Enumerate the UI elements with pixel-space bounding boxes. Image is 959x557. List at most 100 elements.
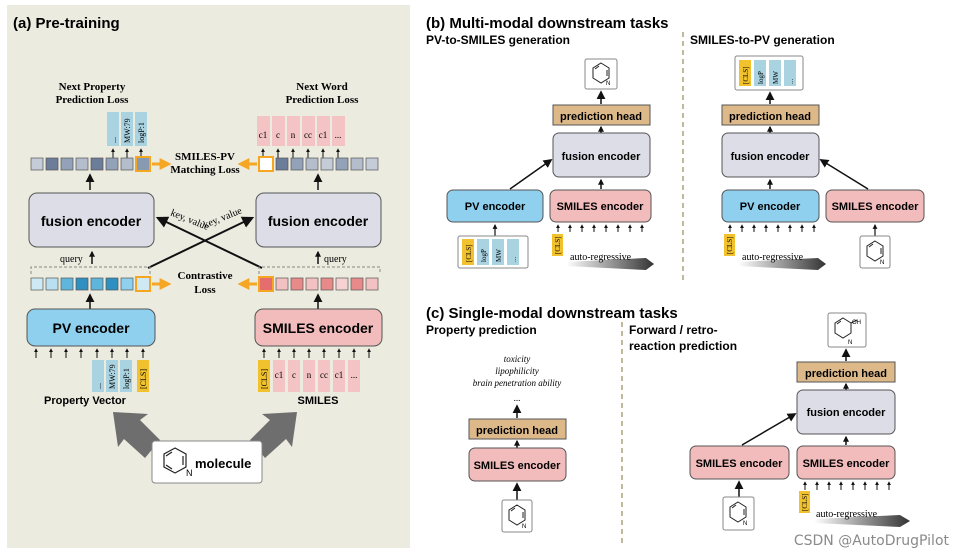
- token-label: n: [307, 370, 312, 380]
- token-label: [CLS]: [801, 494, 809, 512]
- pyridine-icon: [508, 504, 526, 526]
- reaction-subtitle-line2: reaction prediction: [629, 339, 737, 353]
- token-box: [318, 360, 330, 392]
- singlemodal-panel: (c) Single-modal downstream tasks Proper…: [426, 305, 910, 545]
- autoregressive-label: auto-regressive: [570, 252, 632, 263]
- fusion-encoder-left-label: fusion encoder: [41, 213, 142, 229]
- output-molecule-box: [584, 58, 618, 90]
- smiles-encoder-left: [689, 445, 790, 480]
- smiles2pv-subtitle: SMILES-to-PV generation: [690, 33, 835, 47]
- dashed-bracket-right: [258, 266, 381, 274]
- token-box: [135, 112, 147, 146]
- pyridine-icon: [729, 501, 747, 523]
- pv-input-arrows: [34, 348, 145, 358]
- smiles-input-arrows: [262, 348, 371, 358]
- smiles-encoder: [254, 308, 383, 347]
- prediction-head-label: prediction head: [805, 368, 887, 380]
- prediction-head-label: prediction head: [560, 111, 642, 123]
- token-label: ...: [335, 130, 342, 140]
- property-subtitle: Property prediction: [426, 323, 537, 337]
- multimodal-title: (b) Multi-modal downstream tasks: [426, 15, 669, 32]
- contrastive-loss-line1: Contrastive: [178, 270, 233, 282]
- fusion-encoder: [552, 132, 651, 178]
- cls-token-box: [462, 239, 474, 265]
- token-label: c1: [319, 130, 328, 140]
- token-box: [92, 360, 104, 392]
- token-box: [273, 360, 285, 392]
- token-label: [CLS]: [260, 369, 269, 389]
- token-box: [121, 112, 133, 146]
- autoregressive-label: auto-regressive: [816, 509, 878, 520]
- token-box: [754, 60, 766, 86]
- cross-arrow-left-to-right: [147, 216, 255, 269]
- nitrogen-label: N: [880, 260, 884, 266]
- token-box: [288, 360, 300, 392]
- nitrogen-label: N: [186, 468, 193, 478]
- token-box: [348, 360, 360, 392]
- pv-encoder: [446, 189, 544, 223]
- nitrogen-label: N: [606, 81, 610, 87]
- task-label: toxicity: [504, 354, 531, 364]
- molecule-label: molecule: [195, 456, 251, 471]
- token-label: ...: [787, 79, 795, 85]
- fusion-encoder-label: fusion encoder: [562, 151, 642, 163]
- big-arrow-to-pv: [113, 412, 160, 458]
- token-label: [CLS]: [742, 67, 750, 85]
- smiles-encoder: [825, 189, 925, 223]
- top-smiles-tokens: c1 c n cc c1 ...: [257, 116, 345, 146]
- autoregressive-arrow: [566, 258, 654, 270]
- cls-token-box: [799, 491, 810, 513]
- hydroxyl-label: OH: [852, 320, 861, 326]
- token-label: ...: [510, 257, 518, 263]
- arrow: [819, 159, 869, 190]
- pretraining-panel: (a) Pre-training Next Property Predictio…: [7, 5, 410, 548]
- fusion-encoder-right: [255, 192, 382, 248]
- token-box: [287, 116, 300, 146]
- smiles2pv-diagram: [CLS] logP MW ... prediction head fusion…: [721, 55, 925, 270]
- molecule-box: [151, 440, 263, 484]
- prediction-head: [468, 418, 567, 440]
- prediction-head-label: prediction head: [729, 111, 811, 123]
- token-label: [CLS]: [139, 369, 148, 389]
- contrastive-loss-line2: Loss: [194, 284, 216, 296]
- token-label: ...: [351, 370, 358, 380]
- fusion-encoder-label: fusion encoder: [731, 151, 811, 163]
- token-label: logP: [480, 249, 488, 262]
- smiles-encoder-output-row: [258, 276, 379, 292]
- prediction-head-label: prediction head: [476, 425, 558, 437]
- token-box: [107, 112, 119, 146]
- fusion-output-row-left: [30, 156, 151, 172]
- pv-encoder-label: PV encoder: [740, 201, 801, 213]
- dashed-bracket-left: [30, 266, 151, 274]
- pv-encoder: [26, 308, 156, 347]
- token-box: [120, 360, 132, 392]
- pv-encoder-output-row: [30, 276, 151, 292]
- token-label: ...: [94, 383, 103, 389]
- token-label: logP:1: [137, 122, 146, 143]
- fusion-encoder-label: fusion encoder: [807, 407, 887, 419]
- matching-loss-line2: Matching Loss: [170, 164, 240, 176]
- smiles-encoder-label: SMILES encoder: [557, 201, 645, 213]
- cls-token-box: [137, 360, 149, 392]
- pv-encoder: [721, 189, 820, 223]
- property-vector-label: Property Vector: [44, 395, 127, 407]
- autoregressive-label: auto-regressive: [742, 252, 804, 263]
- token-box: [332, 116, 345, 146]
- fusion-output-row-right: [258, 156, 379, 172]
- pv2smiles-diagram: N prediction head fusion encoder PV enco…: [446, 58, 654, 270]
- next-word-loss-line2: Prediction Loss: [286, 94, 360, 106]
- token-box: [302, 116, 315, 146]
- arrow: [509, 158, 553, 190]
- prediction-head: [721, 104, 820, 126]
- token-label: MW: [772, 71, 780, 84]
- smiles-encoder-right: [796, 445, 896, 480]
- query-label-left: query: [60, 254, 83, 265]
- hydroxypyridine-icon: [834, 317, 858, 339]
- token-label: [CLS]: [726, 237, 734, 255]
- token-box: [317, 116, 330, 146]
- task-label: brain penetration ability: [473, 378, 562, 388]
- token-box: [272, 116, 285, 146]
- reaction-prediction-diagram: OH N prediction head fusion encoder SMIL…: [689, 312, 910, 531]
- input-molecule-box: [722, 496, 755, 531]
